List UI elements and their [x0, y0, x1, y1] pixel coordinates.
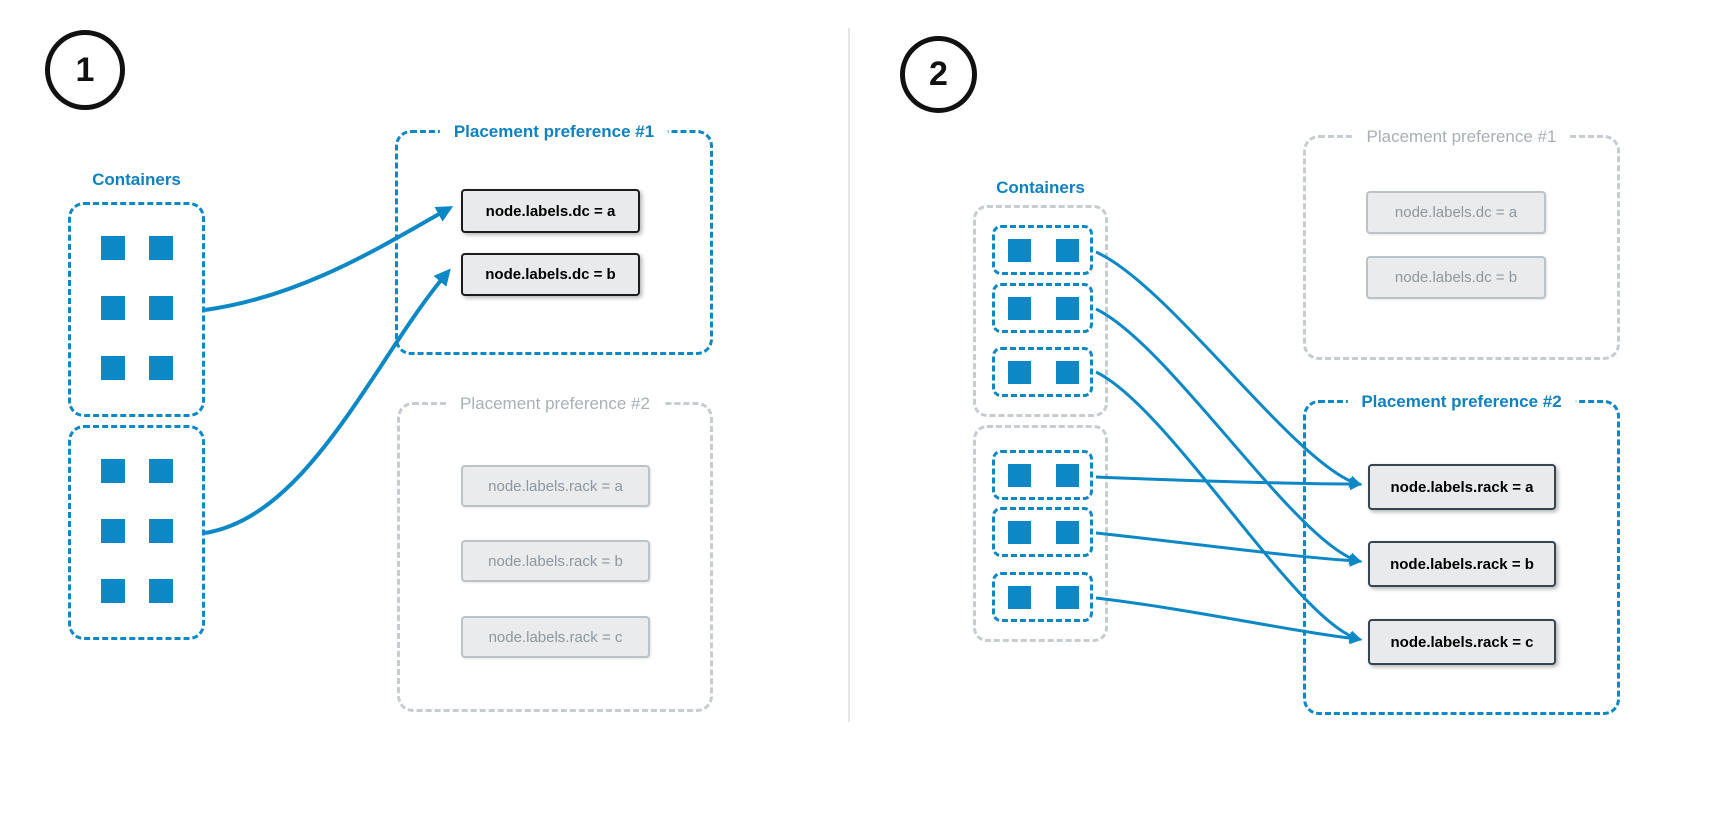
container-box-1	[992, 225, 1093, 275]
containers-label-panel1: Containers	[92, 170, 181, 189]
container-grid	[71, 428, 202, 603]
label-node-rack-c: node.labels.rack = c	[1368, 619, 1556, 665]
container-square	[149, 236, 173, 260]
placement-preference-1-title: Placement preference #1	[439, 120, 669, 144]
label-node-rack-a: node.labels.rack = a	[1368, 464, 1556, 510]
container-square	[149, 356, 173, 380]
container-square	[149, 519, 173, 543]
container-square	[1056, 520, 1079, 544]
container-square	[1008, 520, 1031, 544]
container-square	[1008, 585, 1031, 609]
container-square	[101, 459, 125, 483]
placement-preference-2-title: Placement preference #2	[446, 392, 664, 416]
container-box-5	[992, 507, 1093, 557]
container-square	[101, 356, 125, 380]
label-node-rack-b: node.labels.rack = b	[1368, 541, 1556, 587]
container-square	[101, 519, 125, 543]
label-node-dc-a: node.labels.dc = a	[1366, 191, 1546, 234]
container-square	[149, 579, 173, 603]
container-square	[1056, 360, 1079, 384]
container-square	[1056, 585, 1079, 609]
placement-preference-2-title: Placement preference #2	[1347, 390, 1576, 414]
placement-preference-1-panel2: Placement preference #1 node.labels.dc =…	[1303, 125, 1620, 360]
container-box-3	[992, 347, 1093, 397]
container-square	[1008, 360, 1031, 384]
placement-preference-1-panel1: Placement preference #1 node.labels.dc =…	[395, 120, 713, 355]
container-square	[101, 579, 125, 603]
container-box-2	[992, 283, 1093, 333]
container-square	[1008, 296, 1031, 320]
container-box-6	[992, 572, 1093, 622]
step-2-number: 2	[929, 55, 948, 93]
step-2-badge: 2	[900, 36, 977, 113]
container-square	[1008, 463, 1031, 487]
label-node-rack-c: node.labels.rack = c	[461, 616, 650, 658]
label-node-rack-b: node.labels.rack = b	[461, 540, 650, 582]
container-square	[101, 296, 125, 320]
container-square	[149, 459, 173, 483]
placement-preference-2-panel1: Placement preference #2 node.labels.rack…	[397, 392, 713, 712]
label-node-dc-b: node.labels.dc = b	[461, 253, 640, 296]
placement-preference-2-panel2: Placement preference #2 node.labels.rack…	[1303, 390, 1620, 715]
placement-preference-1-title: Placement preference #1	[1352, 125, 1571, 149]
container-grid	[71, 205, 202, 380]
container-square	[1056, 463, 1079, 487]
label-node-dc-b: node.labels.dc = b	[1366, 256, 1546, 299]
step-1-badge: 1	[45, 30, 125, 110]
container-square	[149, 296, 173, 320]
container-group-2	[68, 425, 205, 640]
container-group-1	[68, 202, 205, 417]
label-node-rack-a: node.labels.rack = a	[461, 465, 650, 507]
container-square	[1008, 238, 1031, 262]
container-square	[1056, 238, 1079, 262]
step-1-number: 1	[75, 50, 95, 89]
container-box-4	[992, 450, 1093, 500]
container-square	[101, 236, 125, 260]
panel-divider	[848, 28, 850, 722]
containers-label-panel2: Containers	[996, 178, 1085, 197]
container-square	[1056, 296, 1079, 320]
label-node-dc-a: node.labels.dc = a	[461, 189, 640, 233]
